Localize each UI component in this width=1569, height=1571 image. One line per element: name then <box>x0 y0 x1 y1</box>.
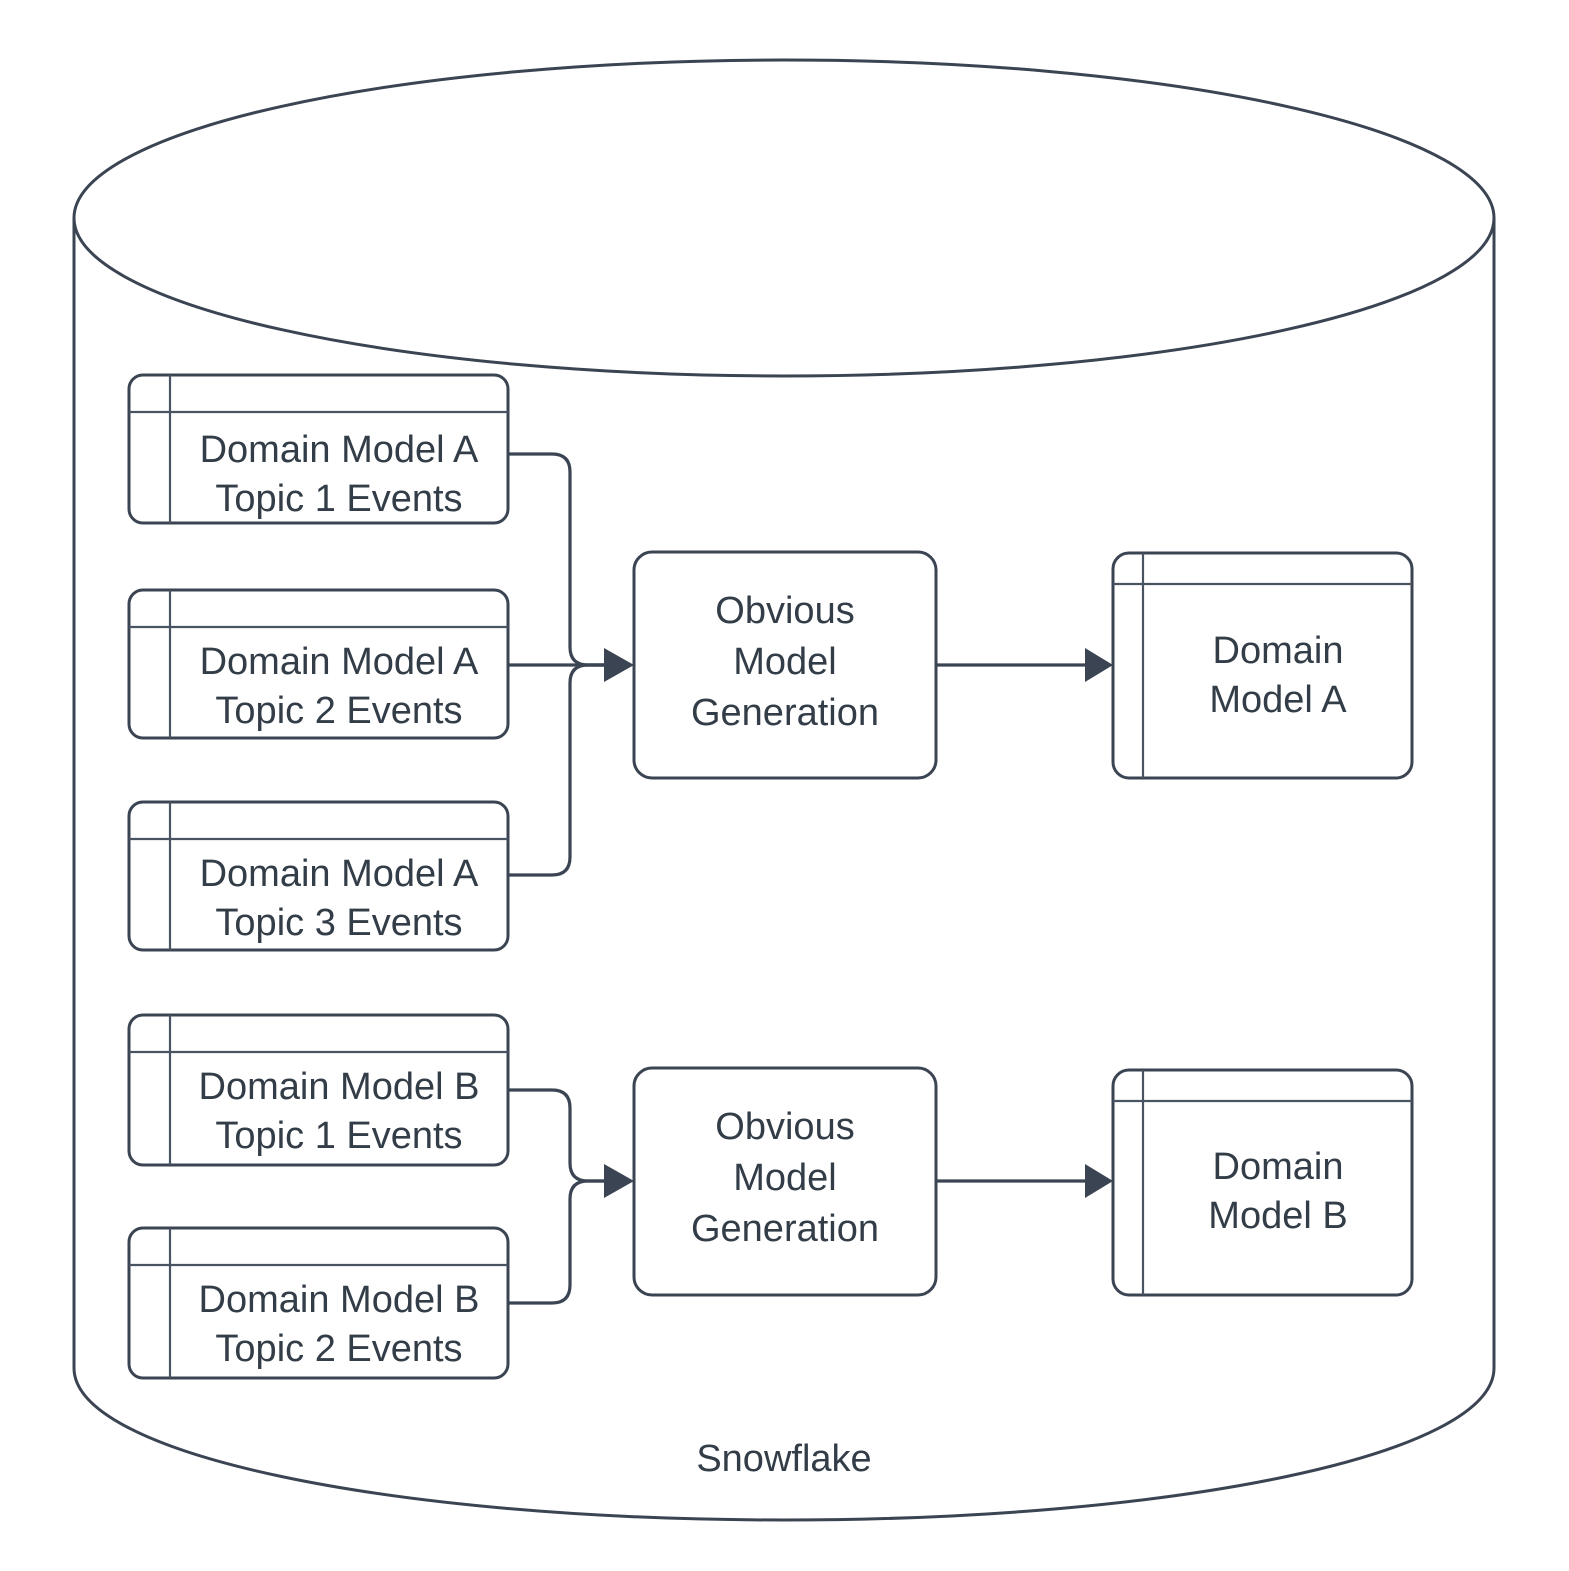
connector-b-topic-2 <box>508 1179 604 1305</box>
cylinder-top-ellipse <box>72 58 1496 378</box>
cylinder-body <box>72 218 1496 1522</box>
node-label-line2: Topic 2 Events <box>215 690 462 732</box>
connector-a-topic-1 <box>508 452 604 667</box>
process-label-line1: Obvious <box>715 590 854 632</box>
process-label-line2: Model <box>733 1157 837 1199</box>
connector-b-topic-1 <box>508 1088 604 1183</box>
connector-group-b <box>508 1088 1113 1305</box>
node-label-line2: Topic 1 Events <box>215 1115 462 1157</box>
node-label-line2: Topic 3 Events <box>215 902 462 944</box>
node-output-b[interactable]: Domain Model B <box>1111 1068 1414 1297</box>
node-label-line1: Domain Model A <box>200 429 479 471</box>
arrowhead-b-input <box>604 1164 634 1198</box>
arrowhead-a-output <box>1085 648 1113 682</box>
node-label-line2: Model B <box>1208 1195 1347 1237</box>
node-label-line1: Domain Model B <box>199 1066 480 1108</box>
process-label-line1: Obvious <box>715 1106 854 1148</box>
node-label-line2: Topic 1 Events <box>215 478 462 520</box>
node-label-line2: Topic 2 Events <box>215 1328 462 1370</box>
connector-group-a <box>508 452 1113 877</box>
cylinder-label: Snowflake <box>696 1438 871 1480</box>
node-label-line2: Model A <box>1209 679 1347 721</box>
node-label-line1: Domain Model A <box>200 641 479 683</box>
node-label-line1: Domain <box>1213 630 1344 672</box>
node-b-topic-1[interactable]: Domain Model B Topic 1 Events <box>127 1013 510 1167</box>
process-label-line3: Generation <box>691 1208 879 1250</box>
node-b-topic-2[interactable]: Domain Model B Topic 2 Events <box>127 1226 510 1380</box>
node-label-line1: Domain <box>1213 1146 1344 1188</box>
node-output-a[interactable]: Domain Model A <box>1111 551 1414 780</box>
node-label-line1: Domain Model B <box>199 1279 480 1321</box>
table-outline <box>1111 551 1414 780</box>
arrowhead-a-input <box>604 648 634 682</box>
node-label-line1: Domain Model A <box>200 853 479 895</box>
process-label-line2: Model <box>733 641 837 683</box>
node-a-topic-1[interactable]: Domain Model A Topic 1 Events <box>127 373 510 525</box>
connector-a-topic-3 <box>508 663 604 877</box>
node-a-topic-2[interactable]: Domain Model A Topic 2 Events <box>127 588 510 740</box>
process-box <box>632 550 938 780</box>
table-outline <box>1111 1068 1414 1297</box>
snowflake-cylinder <box>72 58 1496 1522</box>
arrowhead-b-output <box>1085 1164 1113 1198</box>
process-label-line3: Generation <box>691 692 879 734</box>
node-process-a[interactable]: Obvious Model Generation <box>632 550 938 780</box>
process-box <box>632 1066 938 1297</box>
node-process-b[interactable]: Obvious Model Generation <box>632 1066 938 1297</box>
node-a-topic-3[interactable]: Domain Model A Topic 3 Events <box>127 800 510 952</box>
